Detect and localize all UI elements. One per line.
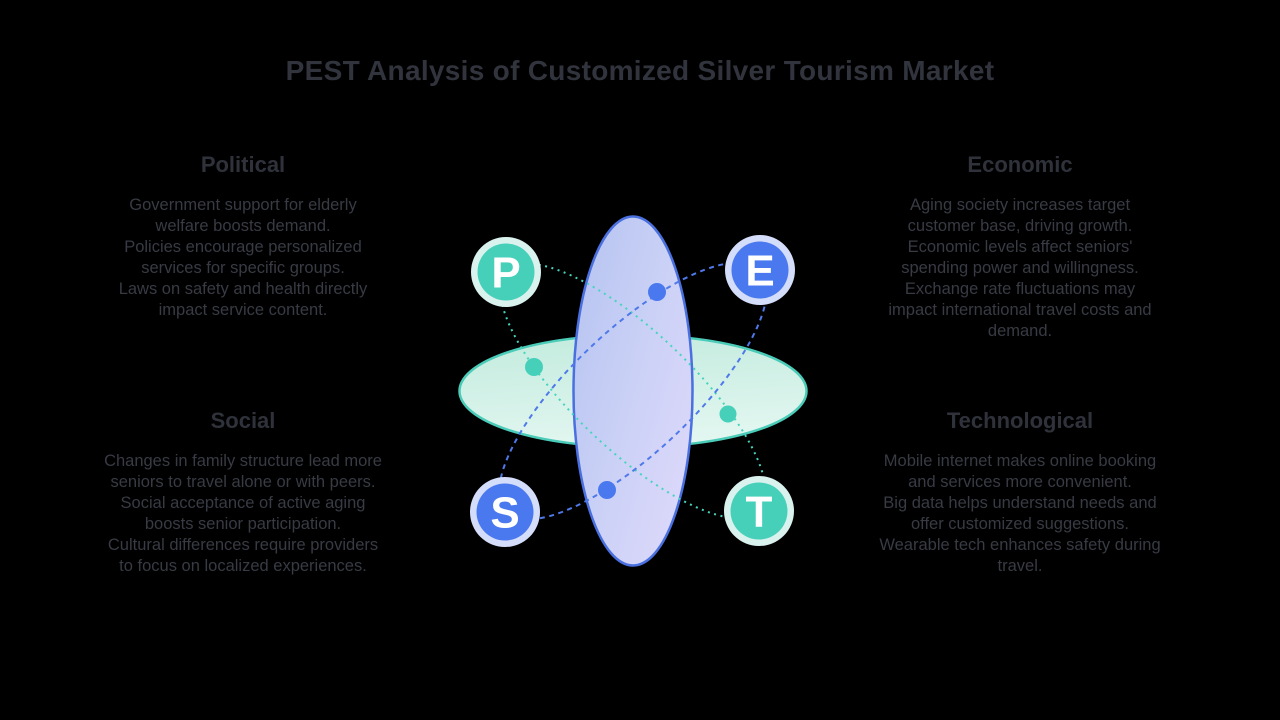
badge-political-circle [477, 243, 535, 301]
orbit-dot-blue-bottom [598, 481, 616, 499]
orbit-dot-teal-left [525, 358, 543, 376]
section-economic: Economic Aging society increases target … [820, 151, 1220, 342]
badge-economic: E [725, 235, 795, 305]
section-technological: Technological Mobile internet makes onli… [820, 407, 1220, 577]
orbit-dot-blue-top [648, 283, 666, 301]
badge-social-letter: S [490, 489, 519, 538]
badge-economic-circle [731, 241, 789, 299]
section-political: Political Government support for elderly… [43, 151, 443, 321]
badge-economic-letter: E [745, 247, 774, 296]
badge-political-letter: P [491, 249, 520, 298]
badge-technological-circle [730, 482, 788, 540]
section-heading-political: Political [200, 152, 286, 177]
section-body-political: Government support for elderly welfare b… [118, 196, 368, 319]
badge-technological-letter: T [746, 488, 773, 537]
section-body-technological: Mobile internet makes online booking and… [879, 452, 1161, 575]
section-social: Social Changes in family structure lead … [43, 407, 443, 577]
vertical-ellipse [572, 215, 694, 567]
badge-social: S [470, 477, 540, 547]
badge-social-circle [476, 483, 534, 541]
section-heading-social: Social [210, 408, 276, 433]
section-body-social: Changes in family structure lead more se… [104, 452, 382, 575]
section-heading-economic: Economic [967, 152, 1073, 177]
badge-political: P [471, 237, 541, 307]
badge-technological: T [724, 476, 794, 546]
orbit-dot-teal-right [719, 405, 737, 423]
section-heading-technological: Technological [946, 408, 1094, 433]
page-title: PEST Analysis of Customized Silver Touri… [285, 55, 995, 86]
section-body-economic: Aging society increases target customer … [888, 196, 1152, 340]
